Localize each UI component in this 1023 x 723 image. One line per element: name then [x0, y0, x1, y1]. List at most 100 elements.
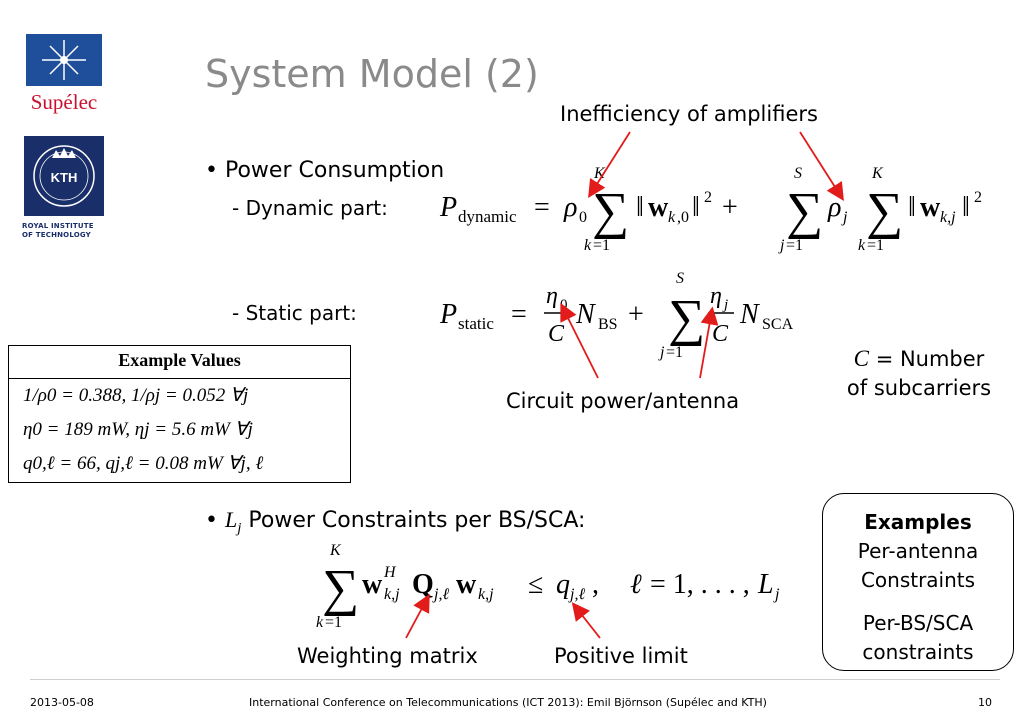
supelec-logo-text: Supélec — [31, 90, 97, 114]
svg-text:K: K — [871, 165, 884, 182]
svg-text:j: j — [778, 237, 785, 254]
svg-text:‖: ‖ — [636, 192, 644, 223]
examples-callout-box: Examples Per-antenna Constraints Per-BS/… — [822, 493, 1014, 671]
bullet-power-constraints: • Lj Power Constraints per BS/SCA: — [205, 507, 585, 537]
svg-text:η: η — [710, 283, 722, 309]
kth-logo-text: KTH — [51, 170, 78, 185]
svg-text:k,j: k,j — [940, 209, 956, 226]
annotation-inefficiency: Inefficiency of amplifiers — [560, 102, 818, 126]
supelec-logo: Supélec — [22, 34, 106, 118]
svg-text:j: j — [722, 297, 728, 313]
svg-text:K: K — [593, 165, 606, 182]
svg-text:,0: ,0 — [677, 209, 689, 226]
svg-text:=1: =1 — [593, 237, 610, 254]
annotation-positive-limit: Positive limit — [554, 644, 688, 668]
svg-text:+: + — [628, 299, 644, 330]
annotation-c-subcarriers: C = Number of subcarriers — [834, 344, 1004, 403]
svg-text:∑: ∑ — [322, 560, 359, 617]
annotation-weighting-matrix: Weighting matrix — [297, 644, 478, 668]
examples-line-2: Constraints — [860, 568, 976, 592]
svg-text:∑: ∑ — [866, 183, 903, 240]
svg-text:L: L — [757, 569, 774, 600]
svg-text:=1: =1 — [867, 237, 884, 254]
footer-conference: International Conference on Telecommunic… — [249, 696, 767, 709]
svg-text:2: 2 — [974, 189, 982, 206]
svg-text:N: N — [575, 299, 596, 330]
annotation-c-line1: C = Number — [834, 344, 1004, 374]
svg-text:k,j: k,j — [384, 586, 400, 603]
svg-text:SCA: SCA — [762, 316, 794, 333]
svg-text:‖: ‖ — [908, 192, 916, 223]
svg-text:‖: ‖ — [692, 192, 700, 223]
arrow-positive-limit — [571, 602, 601, 639]
svg-text:C: C — [548, 321, 565, 347]
equation-static: P static = η 0 C N BS + S ∑ j =1 η j C N… — [436, 265, 816, 365]
svg-text:0: 0 — [579, 209, 587, 226]
svg-text:k: k — [668, 209, 676, 226]
svg-text:= 1, . . . ,: = 1, . . . , — [650, 569, 750, 600]
svg-text:j: j — [773, 586, 780, 603]
svg-text:dynamic: dynamic — [458, 207, 517, 226]
svg-text:k: k — [584, 237, 592, 254]
annotation-circuit-power: Circuit power/antenna — [506, 389, 740, 413]
svg-text:Q: Q — [412, 569, 434, 600]
bullet-power-constraints-text: Power Constraints per BS/SCA: — [248, 508, 586, 533]
c-equals: = Number — [869, 347, 985, 371]
example-values-row-2: η0 = 189 mW, ηj = 5.6 mW ∀j — [23, 419, 253, 440]
svg-text:=: = — [511, 299, 527, 330]
examples-line-1: Per-antenna — [857, 539, 979, 563]
bullet-dot: • — [205, 508, 218, 533]
svg-text:∑: ∑ — [668, 290, 705, 347]
example-values-row-1: 1/ρ0 = 0.388, 1/ρj = 0.052 ∀j — [23, 385, 249, 406]
svg-text:H: H — [383, 564, 397, 581]
examples-line-4: constraints — [862, 640, 974, 664]
svg-text:S: S — [676, 270, 684, 287]
kth-caption-line1: ROYAL INSTITUTE — [22, 222, 94, 230]
svg-text:j: j — [841, 209, 848, 226]
example-values-row-3: q0,ℓ = 66, qj,ℓ = 0.08 mW ∀j, ℓ — [23, 453, 264, 474]
svg-text:C: C — [712, 321, 729, 347]
svg-text:N: N — [739, 299, 760, 330]
svg-text:j,ℓ: j,ℓ — [432, 586, 449, 603]
constraints-variable-subscript: j — [237, 520, 242, 537]
svg-text:=1: =1 — [786, 237, 803, 254]
arrow-circuit-eta0 — [560, 302, 599, 379]
svg-text:2: 2 — [704, 189, 712, 206]
svg-text:j: j — [658, 344, 665, 361]
svg-text:+: + — [722, 192, 738, 223]
svg-text:w: w — [456, 569, 477, 600]
bullet-dot: • — [205, 158, 218, 183]
svg-text:‖: ‖ — [962, 192, 970, 223]
svg-text:=1: =1 — [325, 614, 342, 631]
examples-heading: Examples — [864, 510, 972, 534]
c-symbol: C — [853, 346, 870, 371]
kth-caption: ROYAL INSTITUTE OF TECHNOLOGY — [22, 222, 112, 240]
svg-text:=: = — [534, 192, 550, 223]
example-values-header: Example Values — [9, 346, 350, 379]
arrow-inefficiency-rho0 — [588, 131, 631, 199]
svg-text:j,ℓ: j,ℓ — [568, 586, 585, 603]
svg-text:ρ: ρ — [563, 192, 577, 223]
svg-text:S: S — [794, 165, 802, 182]
svg-text:w: w — [920, 192, 941, 223]
arrow-weighting-q — [405, 593, 430, 639]
bullet-power-consumption-text: Power Consumption — [224, 158, 445, 183]
equation-constraint: K ∑ k =1 w H k,j Q j,ℓ w k,j ≤ q j,ℓ , ℓ… — [312, 535, 802, 635]
equation-dynamic: P dynamic = ρ 0 K ∑ k =1 ‖ w k ,0 ‖ 2 + … — [436, 158, 1006, 258]
svg-text:η: η — [546, 283, 558, 309]
svg-text:∑: ∑ — [786, 183, 823, 240]
kth-logo: KTH — [24, 136, 104, 216]
svg-text:P: P — [439, 299, 457, 330]
svg-text:P: P — [439, 192, 457, 223]
footer-page-number: 10 — [978, 696, 992, 709]
arrow-circuit-etaj — [699, 306, 719, 379]
slide-title: System Model (2) — [205, 52, 539, 96]
footer-date: 2013-05-08 — [30, 696, 94, 709]
svg-text:k: k — [316, 614, 324, 631]
svg-text:static: static — [458, 314, 494, 333]
svg-text:≤: ≤ — [528, 569, 543, 600]
svg-text:k,j: k,j — [478, 586, 494, 603]
annotation-c-line2: of subcarriers — [846, 376, 992, 400]
svg-text:q: q — [556, 569, 570, 600]
